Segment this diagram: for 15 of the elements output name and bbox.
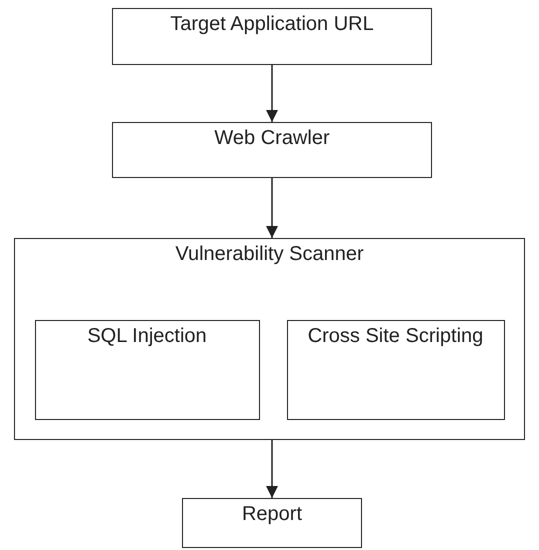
process-box <box>14 238 525 440</box>
box-label: Target Application URL <box>169 12 375 37</box>
process-box <box>34 320 260 420</box>
process-box <box>182 498 362 548</box>
box-label: Report <box>240 502 304 527</box>
arrow <box>266 65 278 122</box>
process-box <box>112 122 432 178</box>
arrow <box>266 440 278 498</box>
process-box <box>112 8 432 65</box>
box-label: Vulnerability Scanner <box>174 242 365 267</box>
arrow <box>266 178 278 238</box>
box-label: Web Crawler <box>213 126 331 151</box>
box-label: Cross Site Scripting <box>306 324 484 348</box>
box-label: SQL Injection <box>86 324 208 348</box>
process-box <box>286 320 504 420</box>
